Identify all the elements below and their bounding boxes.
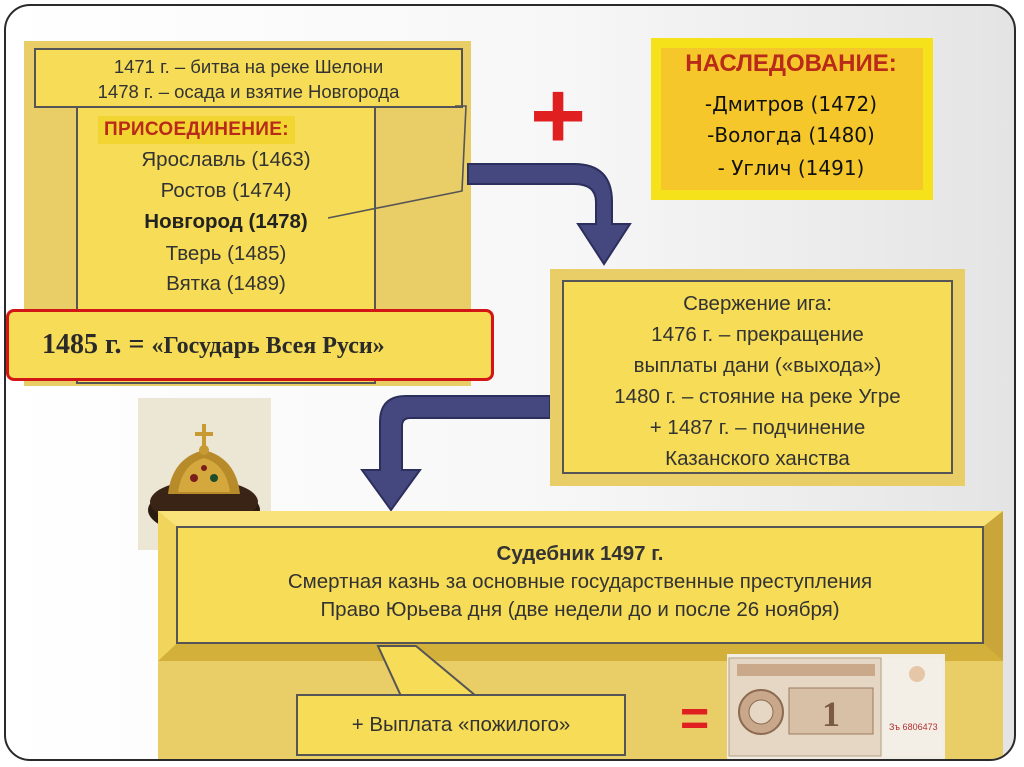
inheritance-item-dmitrov: -Дмитров (1472): [704, 92, 878, 116]
yoke-line-6: Казанского ханства: [665, 447, 850, 470]
yoke-line-2: 1476 г. – прекращение: [651, 323, 864, 346]
battle-line-2: 1478 г. – осада и взятие Новгорода: [97, 81, 400, 102]
battles-box: 1471 г. – битва на реке Шелони 1478 г. –…: [34, 48, 463, 108]
sudebnik-box: Судебник 1497 г. Смертная казнь за основ…: [176, 526, 984, 644]
battle-line-1: 1471 г. – битва на реке Шелони: [113, 56, 384, 77]
yoke-box: Свержение ига: 1476 г. – прекращение вып…: [562, 280, 953, 474]
yoke-line-4: 1480 г. – стояние на реке Угре: [614, 385, 901, 408]
equals-sign: =: [680, 690, 710, 746]
gosudar-title-box: 1485 г. = «Государь Всея Руси»: [6, 309, 494, 381]
plus-sign: +: [530, 62, 587, 169]
arrow-top-right-icon: [467, 163, 632, 266]
yoke-line-1: Свержение ига:: [683, 292, 832, 315]
banknote-icon: 1 Зъ 6806473: [728, 657, 943, 757]
ruble-banknote-image: 1 Зъ 6806473: [727, 654, 945, 759]
inheritance-box: [651, 38, 933, 200]
city-yaroslavl: Ярославль (1463): [141, 148, 311, 171]
inheritance-title: НАСЛЕДОВАНИЕ:: [685, 50, 897, 77]
banknote-denomination: 1: [822, 694, 840, 734]
inheritance-item-vologda: -Вологда (1480): [707, 123, 875, 147]
gosudar-text: «Государь Всея Руси»: [151, 333, 385, 359]
slide: 1471 г. – битва на реке Шелони 1478 г. –…: [4, 4, 1016, 761]
sudebnik-line-2: Право Юрьева дня (две недели до и после …: [320, 598, 840, 621]
city-novgorod: Новгород (1478): [144, 210, 308, 233]
payment-box: + Выплата «пожилого»: [296, 694, 626, 756]
inheritance-item-uglich: - Углич (1491): [717, 156, 865, 180]
city-vyatka: Вятка (1489): [166, 272, 286, 295]
annexation-title: ПРИСОЕДИНЕНИЕ:: [98, 116, 295, 144]
banknote-serial: Зъ 6806473: [889, 722, 938, 732]
arrow-middle-left-icon: [360, 395, 551, 512]
city-rostov: Ростов (1474): [160, 179, 292, 202]
sudebnik-line-1: Смертная казнь за основные государственн…: [287, 570, 873, 593]
gosudar-year: 1485 г. =: [42, 329, 145, 360]
yoke-line-5: + 1487 г. – подчинение: [649, 416, 866, 439]
yoke-line-3: выплаты дани («выхода»): [633, 354, 882, 377]
city-tver: Тверь (1485): [165, 242, 287, 265]
sudebnik-title: Судебник 1497 г.: [496, 542, 664, 565]
